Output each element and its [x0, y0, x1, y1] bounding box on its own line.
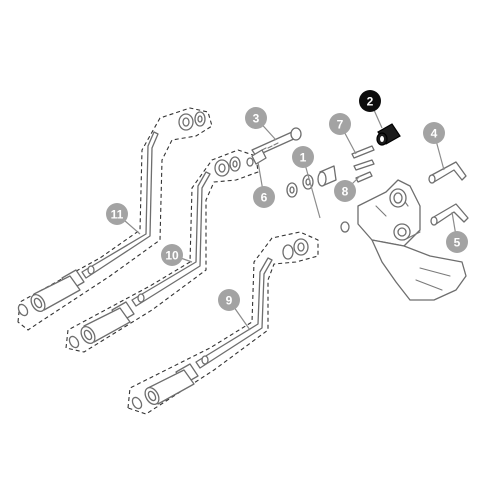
bushing-2-highlighted: [376, 123, 401, 146]
callout-circle-8: [334, 180, 356, 202]
callout-number-9: 9: [226, 294, 233, 308]
handle-pin-5: [430, 203, 469, 226]
callout-number-1: 1: [300, 151, 307, 165]
callout-circle-10: [161, 244, 183, 266]
group-outline-9: [127, 231, 319, 415]
bent-rod-11: [17, 111, 206, 317]
callout-badge-2: 2: [359, 90, 381, 112]
callout-number-11: 11: [111, 208, 124, 222]
callout-circle-1: [292, 146, 314, 168]
callout-badge-9: 9: [218, 289, 240, 311]
callout-number-3: 3: [253, 112, 260, 126]
callout-circle-5: [446, 231, 468, 253]
group-outline-11: [17, 107, 213, 331]
pin-6: [246, 149, 267, 167]
callout-badge-10: 10: [161, 244, 183, 266]
callout-badge-5: 5: [446, 231, 468, 253]
hitch-body: [357, 179, 467, 301]
callout-badge-7: 7: [329, 113, 351, 135]
callout-number-4: 4: [431, 127, 438, 141]
callout-circle-11: [106, 203, 128, 225]
callout-badge-6: 6: [253, 186, 275, 208]
callout-circle-2: [359, 90, 381, 112]
callout-number-10: 10: [165, 249, 179, 263]
callout-number-5: 5: [454, 236, 461, 250]
group-outline-10: [65, 149, 259, 353]
callout-number-6: 6: [261, 191, 268, 205]
callout-badge-3: 3: [245, 107, 267, 129]
callout-badge-8: 8: [334, 180, 356, 202]
pins-7-8: [351, 145, 375, 183]
callout-badge-4: 4: [423, 122, 445, 144]
callout-badge-11: 11: [106, 203, 128, 225]
callout-badges: 1 2 3 4 5 6 7 8 9 10 11: [106, 90, 468, 311]
callout-circle-4: [423, 122, 445, 144]
callout-circle-6: [253, 186, 275, 208]
bent-rod-9: [131, 238, 309, 410]
callout-number-7: 7: [337, 118, 344, 132]
callout-badge-1: 1: [292, 146, 314, 168]
callout-circle-3: [245, 107, 267, 129]
callout-circle-7: [329, 113, 351, 135]
callout-circle-9: [218, 289, 240, 311]
bent-rod-10: [68, 156, 241, 349]
callout-number-2: 2: [367, 95, 374, 109]
handle-pin-4: [428, 161, 467, 184]
bolt-3: [251, 127, 302, 157]
callout-number-8: 8: [342, 185, 349, 199]
